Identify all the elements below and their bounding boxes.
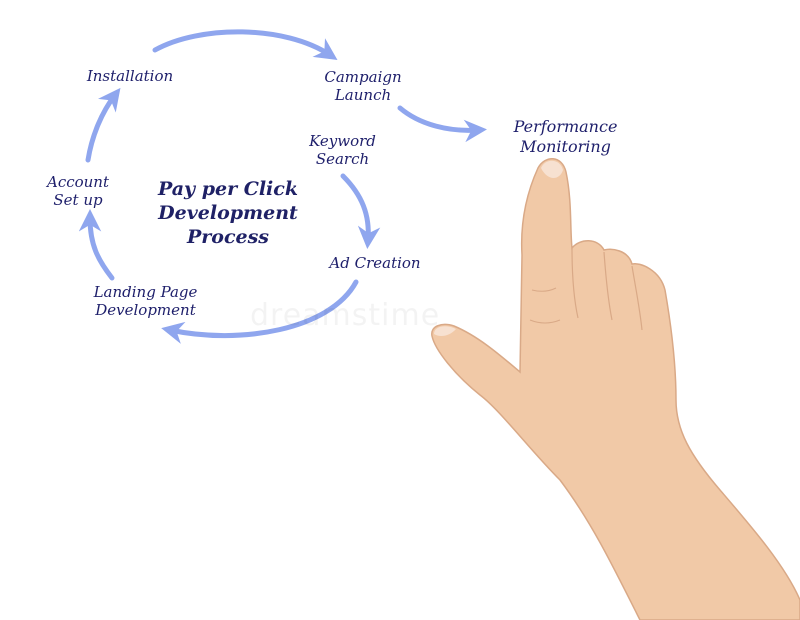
node-label: Monitoring — [520, 137, 611, 156]
title-line-2: Development — [158, 202, 298, 224]
node-landing-page-development: Landing Page Development — [58, 283, 233, 319]
node-label: Set up — [53, 191, 103, 209]
node-label: Account — [46, 173, 109, 191]
arrow-installation-to-campaign — [152, 29, 338, 60]
node-label: Performance — [513, 117, 618, 136]
node-performance-monitoring: Performance Monitoring — [478, 117, 653, 157]
title-line-1: Pay per Click — [157, 178, 299, 200]
arrow-keyword-to-adcreation — [340, 173, 381, 249]
diagram-title: Pay per Click Development Process — [138, 177, 318, 249]
node-label: Campaign — [324, 68, 402, 86]
node-label: Search — [315, 150, 370, 168]
node-campaign-launch: Campaign Launch — [298, 68, 428, 104]
arrow-account-to-installation — [85, 87, 121, 163]
node-label: Development — [95, 301, 196, 319]
node-label: Ad Creation — [329, 254, 421, 272]
node-keyword-search: Keyword Search — [285, 132, 400, 168]
node-installation: Installation — [60, 67, 200, 85]
node-label: Installation — [86, 67, 174, 85]
node-account-setup: Account Set up — [28, 173, 128, 209]
arrow-landing-to-account — [78, 209, 115, 281]
pointing-hand-image — [431, 158, 800, 620]
node-label: Launch — [334, 86, 392, 104]
watermark-text: dreamstime — [250, 298, 440, 333]
node-ad-creation: Ad Creation — [300, 254, 450, 272]
node-label: Landing Page — [93, 283, 198, 301]
arrow-adcreation-to-landing — [161, 279, 359, 344]
node-label: Keyword — [309, 132, 376, 150]
arrow-campaign-to-performance — [397, 105, 487, 143]
title-line-3: Process — [186, 226, 270, 248]
